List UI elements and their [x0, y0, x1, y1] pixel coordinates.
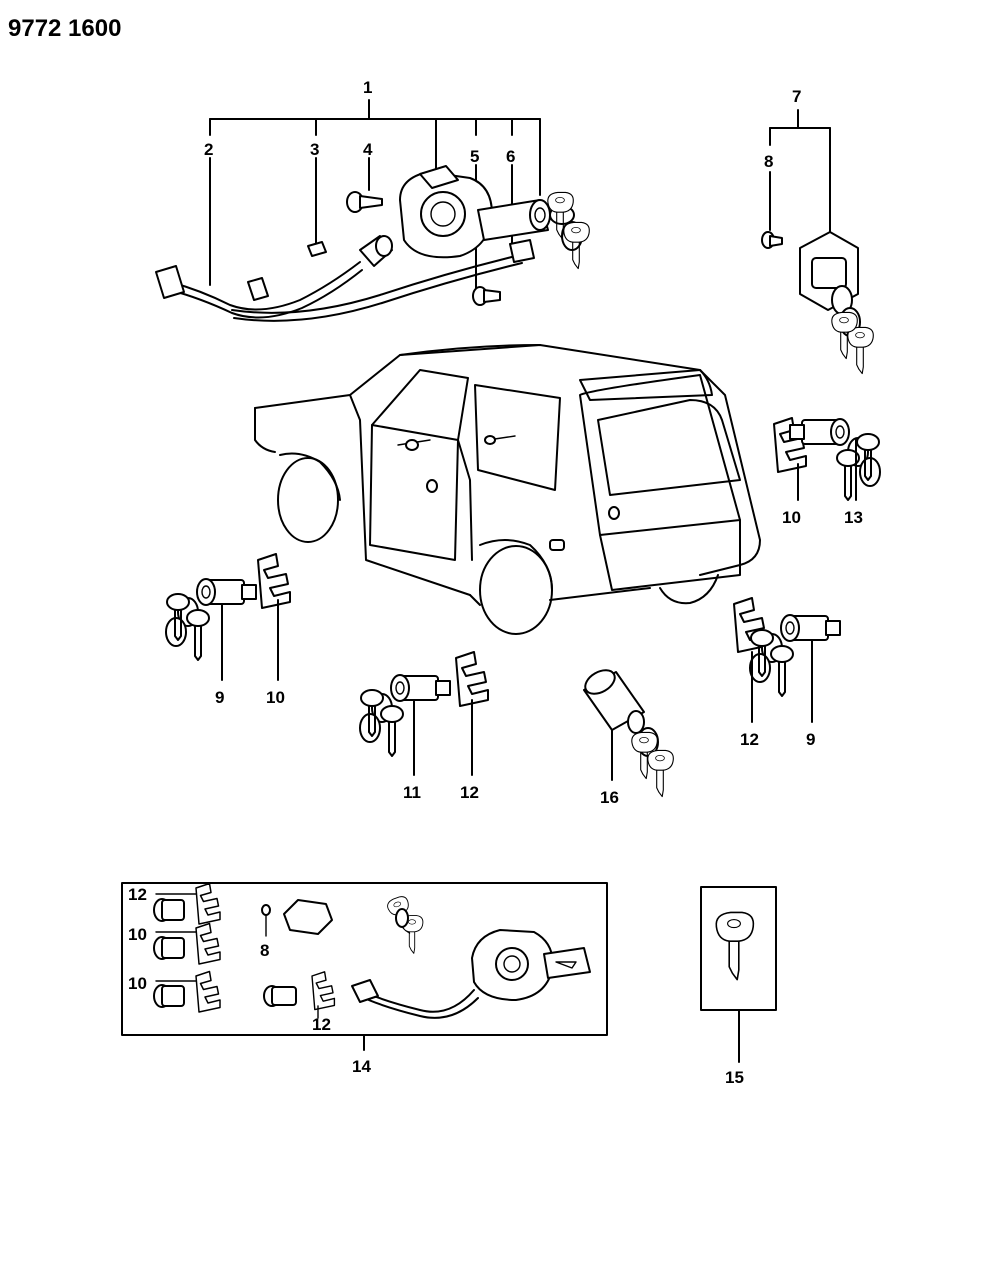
ignition-lock-body [399, 165, 551, 259]
callout-14: 14 [352, 1057, 371, 1076]
key-blank-15 [700, 886, 777, 1063]
vehicle-illustration [254, 344, 761, 635]
ignition-keys [547, 191, 590, 270]
callout-2: 2 [204, 140, 213, 159]
wiring-harness [155, 239, 535, 322]
callout-12-center: 12 [460, 783, 479, 802]
callout-13: 13 [844, 508, 863, 527]
kit-callout-8: 8 [260, 941, 269, 960]
callout-10-left: 10 [266, 688, 285, 707]
callout-11: 11 [403, 783, 421, 802]
tailgate-lock-13 [773, 417, 881, 501]
ignition-switch-assembly [155, 99, 590, 322]
document-id: 9772 1600 [8, 15, 121, 42]
kit-callout-10-lower: 10 [128, 974, 147, 993]
door-lock-9-left [165, 553, 291, 661]
callout-1: 1 [363, 78, 372, 97]
vehicle-door-handle [397, 435, 620, 551]
lock-cylinder-16 [583, 669, 674, 798]
callout-7: 7 [792, 87, 801, 106]
callout-9-right: 9 [806, 730, 815, 749]
screw-5 [472, 286, 501, 306]
door-lock-9-right [733, 597, 841, 697]
callout-15: 15 [725, 1068, 744, 1087]
callout-12-right: 12 [740, 730, 759, 749]
callout-10-upper-right: 10 [782, 508, 801, 527]
screw-4 [346, 191, 383, 213]
callout-9-left: 9 [215, 688, 224, 707]
key-reminder-switch [359, 235, 393, 267]
callout-3: 3 [310, 140, 319, 159]
glove-box-lock-assembly [761, 109, 874, 375]
callout-4: 4 [363, 140, 373, 159]
door-lock-11 [359, 651, 489, 757]
callout-5: 5 [470, 147, 479, 166]
kit-callout-12-lower: 12 [312, 1015, 331, 1034]
kit-callout-10-upper: 10 [128, 925, 147, 944]
callout-16: 16 [600, 788, 619, 807]
kit-callout-12: 12 [128, 885, 147, 904]
callout-8: 8 [764, 152, 773, 171]
screw-3 [307, 241, 327, 257]
callout-6: 6 [506, 147, 515, 166]
lock-set-kit-14 [121, 882, 608, 1036]
screw-8 [761, 231, 783, 249]
